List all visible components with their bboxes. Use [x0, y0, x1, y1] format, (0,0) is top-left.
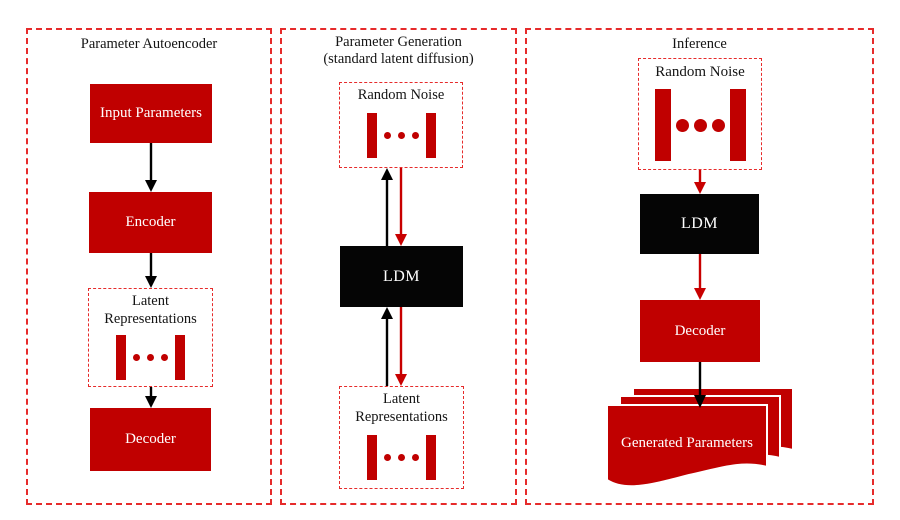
arrow-noise-to-ldm-down — [395, 168, 407, 246]
arrow-latent-to-decoder — [145, 387, 157, 408]
arrow-ldm-to-noise-up — [381, 168, 393, 246]
input-parameters-box: Input Parameters — [90, 84, 212, 143]
arrow-encoder-to-latent — [145, 253, 157, 288]
panel-title-generation-line1: Parameter Generation — [335, 34, 462, 50]
noise-bars-icon — [654, 81, 746, 169]
latent-representations-box-autoencoder: Latent Representations — [88, 288, 213, 387]
arrow-input-to-encoder — [145, 143, 157, 192]
bar-left — [116, 334, 126, 380]
ldm-box-generation: LDM — [340, 246, 463, 307]
encoder-box: Encoder — [89, 192, 212, 253]
bar-right — [175, 334, 185, 380]
latent-bars-icon — [116, 328, 185, 386]
random-noise-label: Random Noise — [357, 87, 445, 103]
random-noise-box-generation: Random Noise — [339, 82, 463, 168]
decoder-box-autoencoder: Decoder — [90, 408, 211, 471]
random-noise-label: Random Noise — [655, 64, 745, 80]
ldm-box-inference: LDM — [640, 194, 759, 254]
generated-parameters-stack — [606, 387, 794, 488]
panel-title-inference: Inference — [672, 36, 727, 52]
arrow-ldm-to-decoder-inference — [694, 254, 706, 300]
panel-title-autoencoder: Parameter Autoencoder — [80, 36, 218, 52]
latent-representations-label: Latent Representations — [104, 293, 197, 327]
latent-representations-label: Latent Representations — [355, 391, 448, 425]
arrow-ldm-to-latent-down — [395, 307, 407, 386]
decoder-box-inference: Decoder — [640, 300, 760, 362]
latent-representations-box-generation: Latent Representations — [339, 386, 464, 489]
arrow-noise-to-ldm-inference — [694, 170, 706, 194]
panel-title-generation-line2: (standard latent diffusion) — [323, 51, 474, 68]
panel-title-generation: Parameter Generation (standard latent di… — [280, 34, 517, 68]
latent-bars-icon — [367, 426, 436, 488]
generated-parameters-label: Generated Parameters — [620, 435, 753, 451]
arrow-decoder-to-generated — [694, 362, 706, 408]
noise-bars-icon — [366, 105, 436, 167]
arrow-latent-to-ldm-up — [381, 307, 393, 386]
random-noise-box-inference: Random Noise — [638, 58, 762, 170]
